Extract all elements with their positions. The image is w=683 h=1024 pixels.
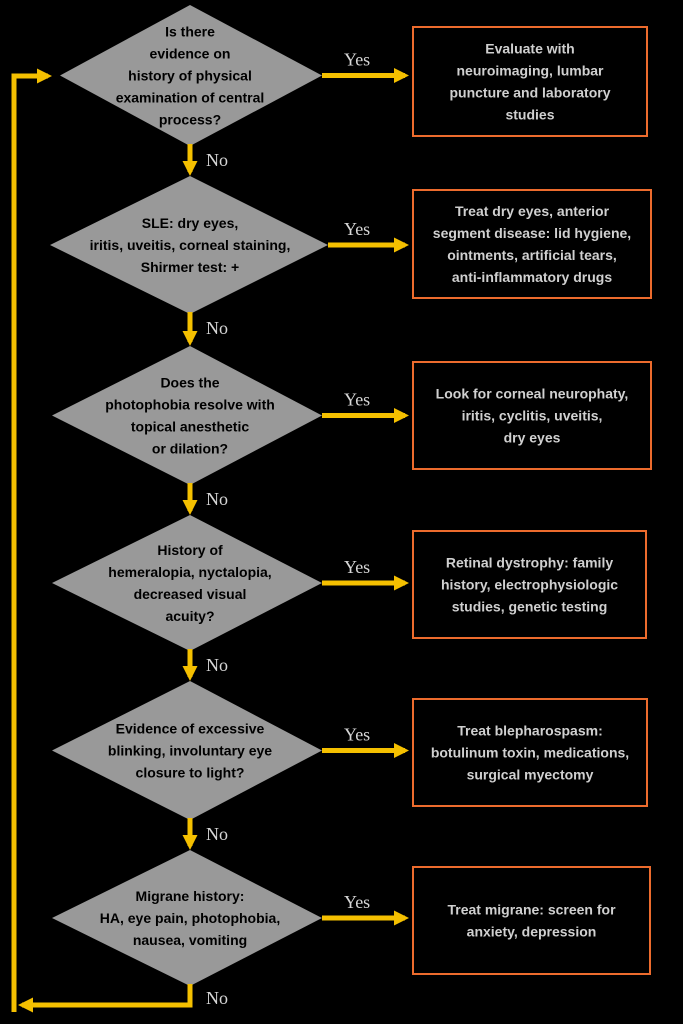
no-label: No [206,150,228,170]
action-text-line: segment disease: lid hygiene, [433,225,631,241]
decision-text-line: Does the [160,375,219,391]
yes-label: Yes [344,390,370,410]
action-text-line: Treat blepharospasm: [457,723,603,739]
decision-text-line: hemeralopia, nyctalopia, [108,564,271,580]
decision-text-line: iritis, uveitis, corneal staining, [90,237,291,253]
yes-label: Yes [344,892,370,912]
action-box-4: Retinal dystrophy: family history, electr… [412,530,647,639]
action-box-3: Look for corneal neurophaty, iritis, cycl… [412,361,652,470]
yes-label: Yes [344,725,370,745]
action-text-line: ointments, artificial tears, [447,247,617,263]
action-box-border [412,866,651,975]
decision-text-line: SLE: dry eyes, [142,215,239,231]
action-text-line: Treat dry eyes, anterior [455,203,610,219]
decision-text-line: HA, eye pain, photophobia, [100,910,280,926]
action-box-1: Evaluate with neuroimaging, lumbar punctur… [412,26,648,137]
no-label: No [206,824,228,844]
action-box-2: Treat dry eyes, anterior segment disease:… [412,189,652,299]
loop-back-arrow-bottom [18,984,193,1013]
loop-back-arrow-left [11,68,52,1012]
decision-text-line: evidence on [150,46,231,62]
decision-text-line: Evidence of excessive [116,721,265,737]
action-box-border [412,530,647,639]
action-box-5: Treat blepharospasm: botulinum toxin, med… [412,698,648,807]
decision-text-line: nausea, vomiting [133,932,247,948]
action-text-line: dry eyes [504,430,561,446]
yes-label: Yes [344,50,370,70]
decision-text-line: photophobia resolve with [105,397,275,413]
action-text-line: Look for corneal neurophaty, [436,386,629,402]
decision-text-line: decreased visual [134,586,247,602]
action-text-line: Treat migrane: screen for [447,902,616,918]
yes-label: Yes [344,557,370,577]
decision-diamond [50,176,328,314]
action-text-line: puncture and laboratory [449,85,610,101]
decision-text-line: Shirmer test: + [141,259,239,275]
decision-text-line: history of physical [128,68,252,84]
action-text-line: neuroimaging, lumbar [456,63,604,79]
decision-text-line: closure to light? [136,765,245,781]
decision-diamond [52,515,322,651]
action-box-6: Treat migrane: screen for anxiety, depres… [412,866,651,975]
action-text-line: botulinum toxin, medications, [431,745,629,761]
action-text-line: iritis, cyclitis, uveitis, [462,408,603,424]
decision-diamond [52,346,322,485]
action-text-line: anti-inflammatory drugs [452,269,612,285]
action-text-line: surgical myectomy [467,767,594,783]
decision-6: Migrane history: HA, eye pain, photophobi… [52,850,322,986]
decision-text-line: or dilation? [152,441,228,457]
yes-label: Yes [344,219,370,239]
action-text-line: Evaluate with [485,41,574,57]
action-text-line: history, electrophysiologic [441,577,618,593]
action-text-line: studies, genetic testing [452,599,608,615]
action-box-border [412,698,648,807]
decision-4: History of hemeralopia, nyctalopia, decrea… [52,515,322,651]
decision-5: Evidence of excessive blinking, involunta… [52,681,322,820]
decision-text-line: process? [159,112,221,128]
decision-text-line: Is there [165,24,215,40]
action-text-line: studies [505,107,554,123]
decision-text-line: examination of central [116,90,265,106]
no-label: No [206,655,228,675]
action-text-line: anxiety, depression [467,924,597,940]
decision-1: Is there evidence on history of physical ex… [60,5,322,146]
no-label: No [206,988,228,1008]
decision-diamond [60,5,322,146]
decision-text-line: Migrane history: [136,888,245,904]
action-box-border [412,361,652,470]
decision-text-line: blinking, involuntary eye [108,743,272,759]
decision-diamond [52,681,322,820]
decision-text-line: topical anesthetic [131,419,249,435]
action-text-line: Retinal dystrophy: family [446,555,613,571]
decision-diamond [52,850,322,986]
no-label: No [206,318,228,338]
decision-text-line: acuity? [165,608,214,624]
action-box-border [412,26,648,137]
decision-3: Does the photophobia resolve with topical … [52,346,322,485]
action-box-border [412,189,652,299]
decision-2: SLE: dry eyes, iritis, uveitis, corneal s… [50,176,328,314]
decision-text-line: History of [157,542,223,558]
no-label: No [206,489,228,509]
